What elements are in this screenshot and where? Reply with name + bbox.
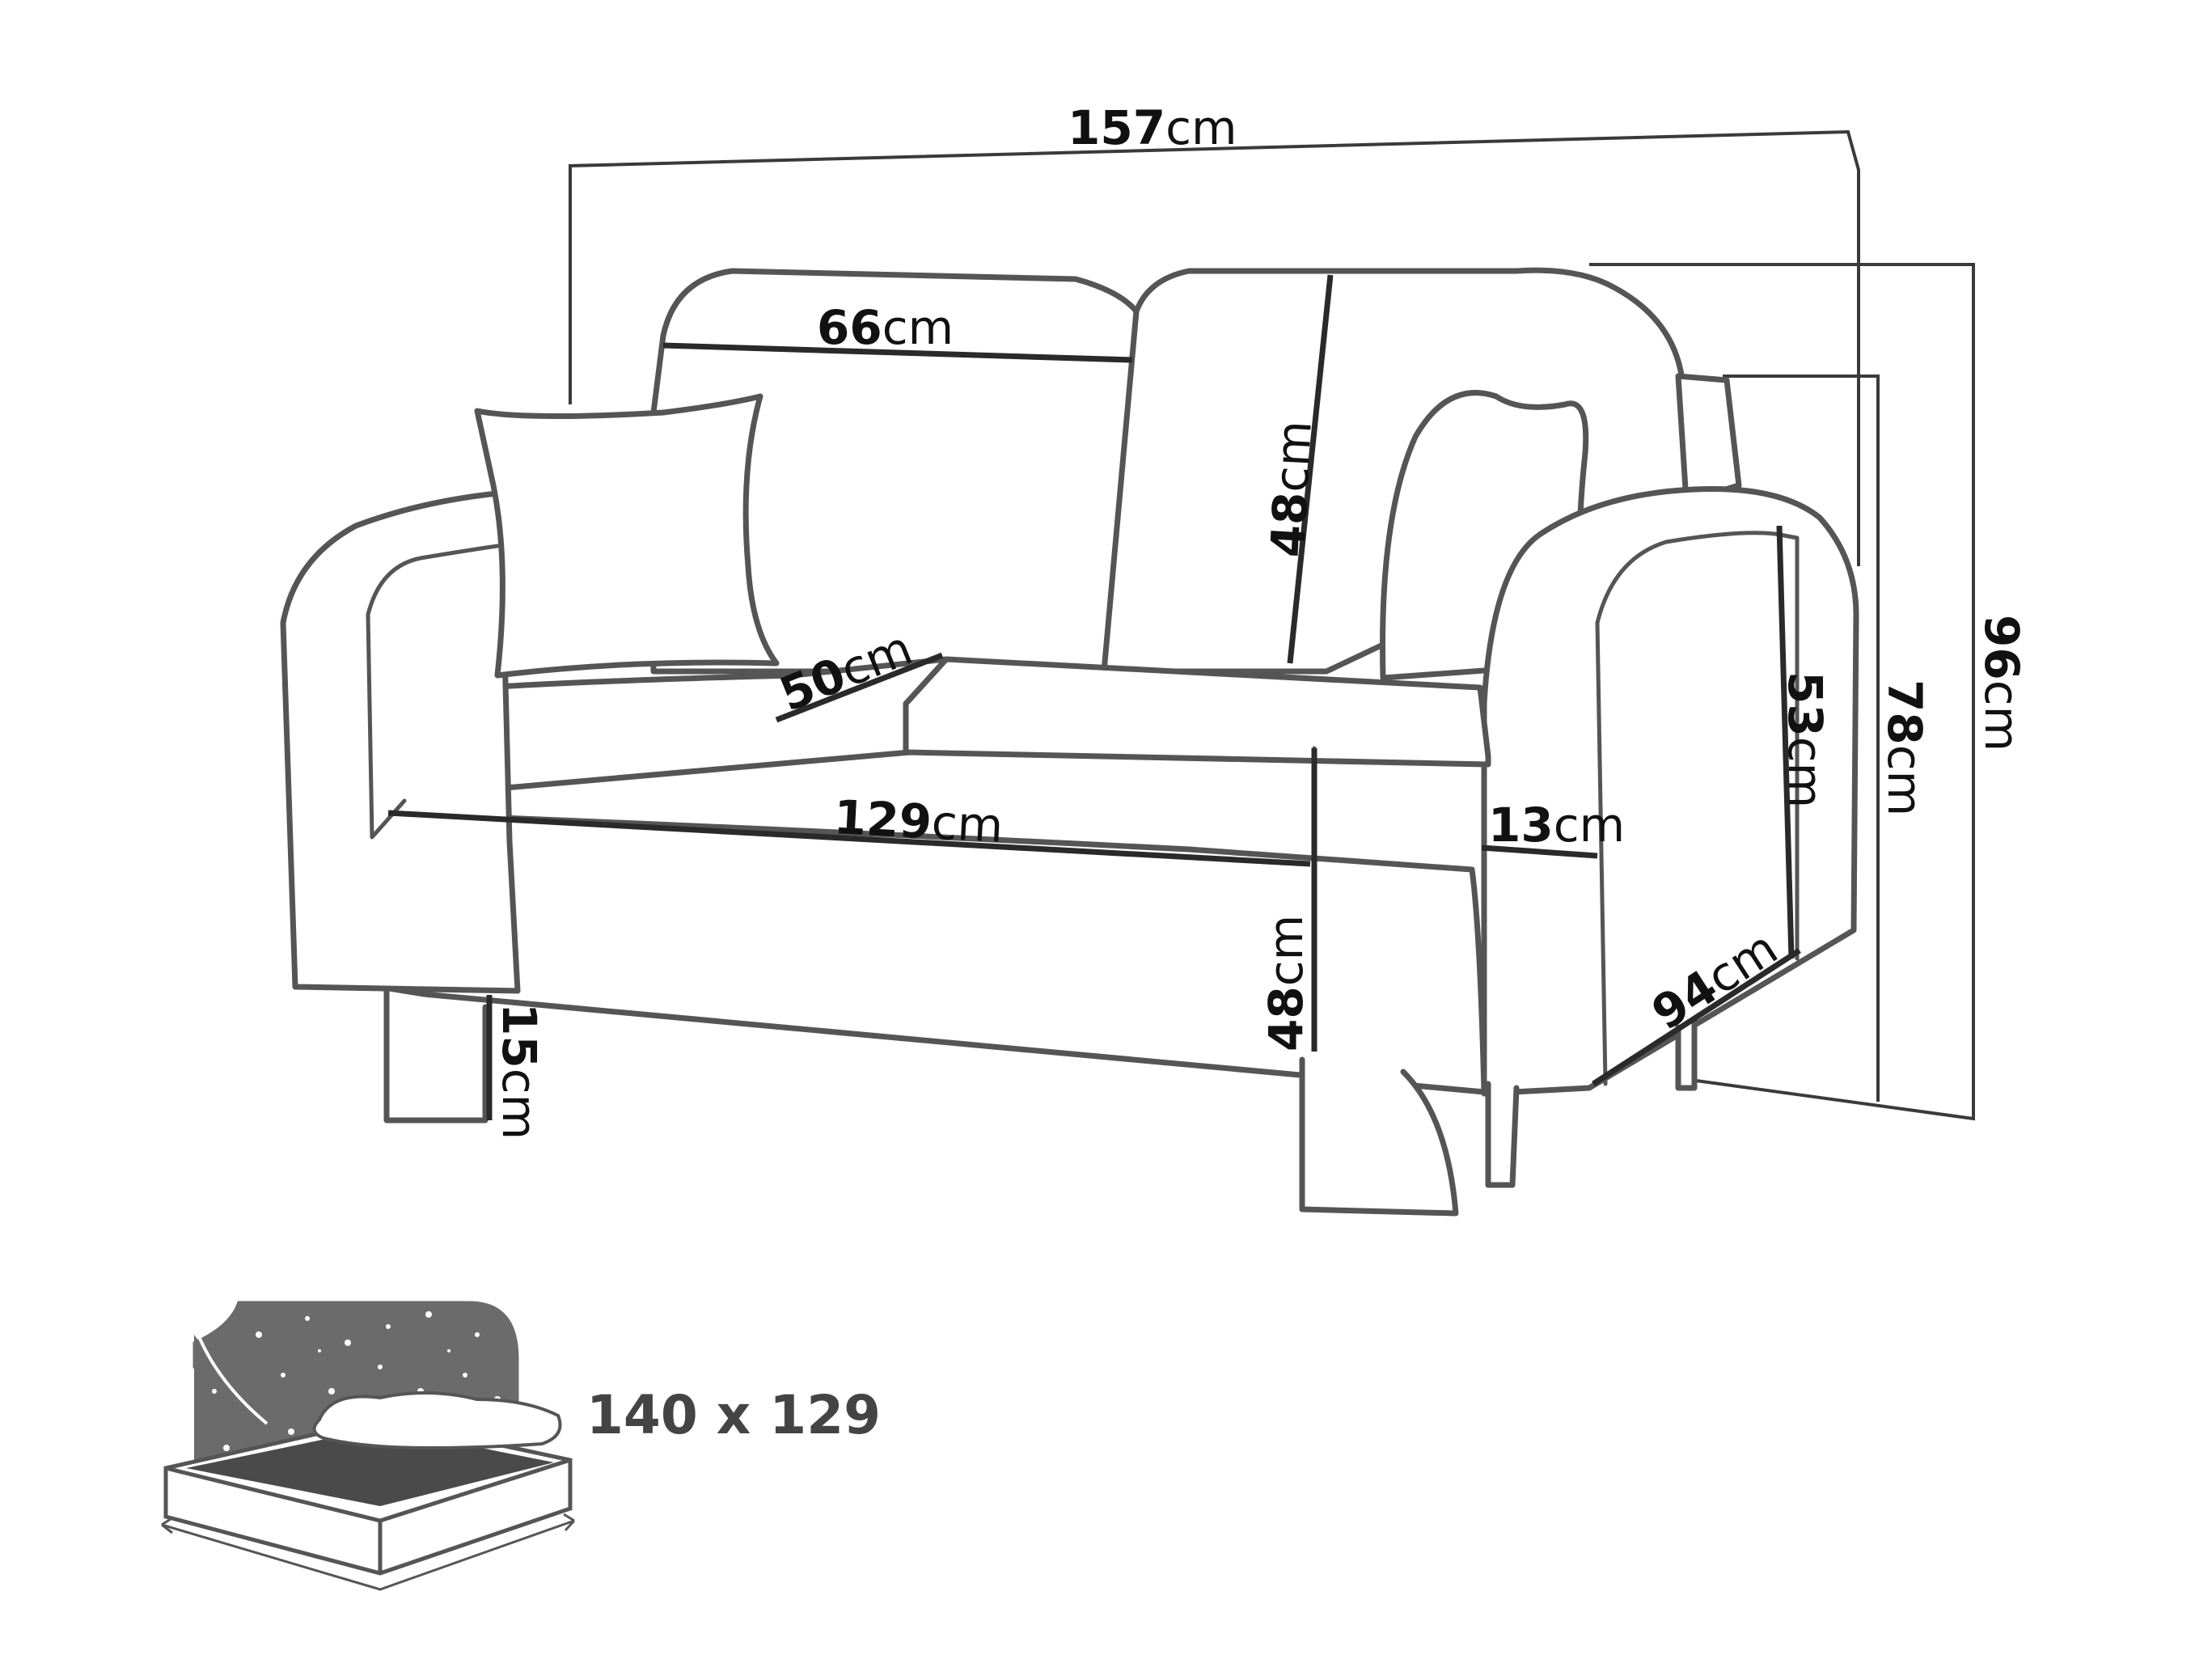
back-width-line	[662, 342, 1133, 363]
label-leg-height: 15cm	[492, 1003, 547, 1140]
pillow-left	[474, 393, 780, 679]
armrest-left	[280, 490, 521, 994]
overall-width-frame	[569, 129, 1860, 566]
label-back-cushion-width: 66cm	[817, 300, 954, 355]
armrest-right	[1481, 485, 1859, 1097]
label-seat-width: 129cm	[832, 789, 1004, 853]
dimension-lines	[387, 274, 1801, 1120]
leg-side	[1485, 1081, 1520, 1188]
seat-front	[377, 810, 1487, 1095]
bed-icon	[161, 1301, 576, 1591]
back-side-panel	[1675, 373, 1742, 505]
label-back-height: 48cm	[1260, 419, 1322, 558]
leg-back-right	[1675, 1016, 1698, 1091]
bed-size-label: 140 x 129	[586, 1384, 881, 1446]
label-overall-width: 157cm	[1068, 100, 1237, 155]
arm-height-line	[1776, 525, 1795, 959]
overall-height-frame	[1589, 263, 1975, 1121]
sofa	[280, 267, 1859, 1217]
label-arm-height: 53cm	[1778, 671, 1833, 808]
label-overall-height: 96cm	[1974, 615, 2029, 751]
bed-pillow-icon	[312, 1391, 562, 1450]
leg-front-left	[383, 988, 489, 1124]
seat-depth-line	[775, 652, 944, 723]
seat-width-line	[387, 810, 1311, 867]
leg-front-right	[1299, 1056, 1459, 1217]
label-seat-height: 48cm	[1258, 915, 1313, 1052]
arm-width-line	[1481, 844, 1598, 859]
back-height-line	[1287, 274, 1334, 664]
depth-line	[1592, 948, 1801, 1086]
armrest-height-frame	[1723, 375, 1880, 1102]
seat-cushion-right	[903, 656, 1491, 768]
label-armrest-height: 78cm	[1877, 679, 1932, 816]
label-arm-width: 13cm	[1488, 798, 1625, 853]
back-cushion-left	[650, 268, 1140, 675]
back-cushion-right	[1101, 267, 1690, 675]
